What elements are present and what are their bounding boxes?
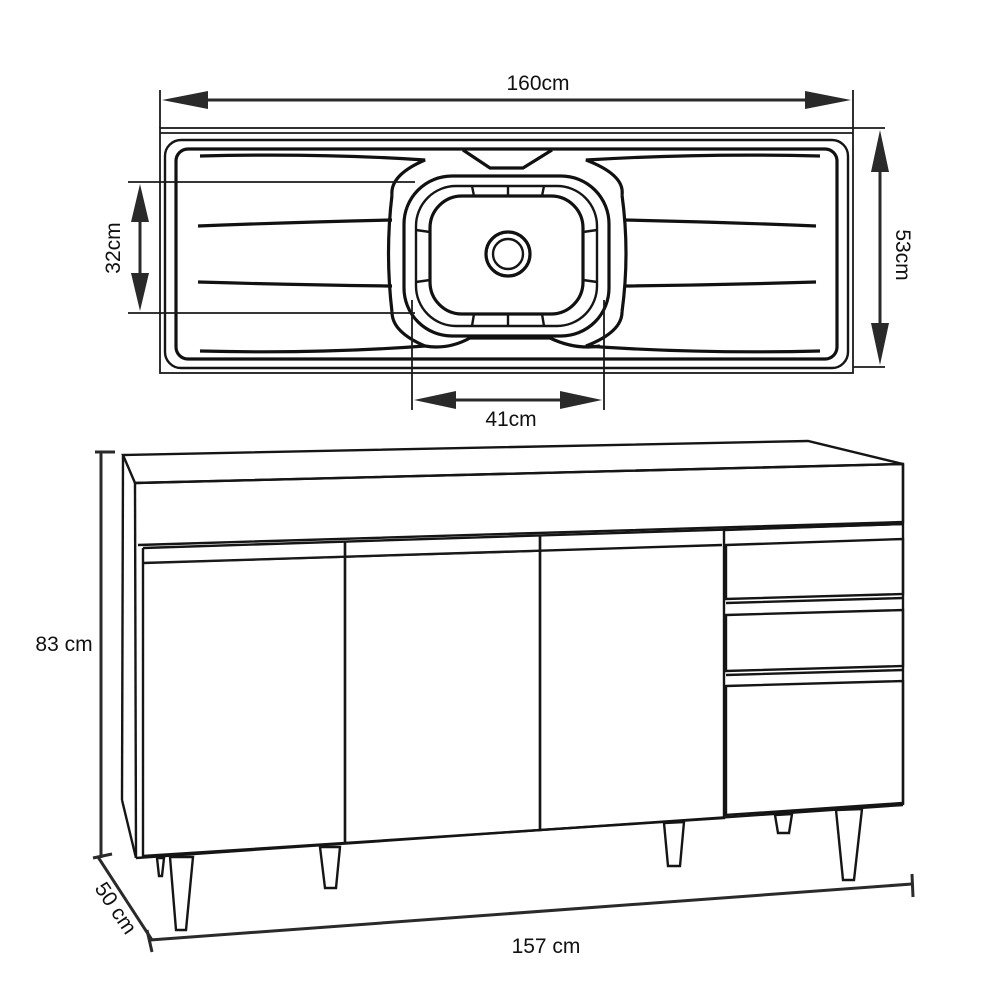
- label-width-160: 160cm: [506, 72, 569, 95]
- bowl-mid: [414, 184, 599, 328]
- label-width-157: 157 cm: [512, 935, 581, 958]
- door-handle-left: [142, 556, 346, 564]
- bowl-ribs: [415, 185, 598, 327]
- cabinet-door-right: [538, 530, 726, 832]
- cabinet-door-middle: [343, 536, 542, 845]
- label-bowl-width-41: 41cm: [485, 408, 536, 431]
- leg-front-left: [168, 855, 195, 932]
- dimension-width-157: [149, 873, 915, 942]
- door-handle-middle: [344, 550, 541, 558]
- drain-groove-left-2: [197, 280, 393, 288]
- drain-hole-inner: [491, 237, 525, 271]
- drawer-middle: [724, 596, 905, 673]
- dimension-height-83: [92, 450, 115, 860]
- label-depth-50: 50 cm: [90, 878, 141, 938]
- bowl-outer: [402, 174, 611, 338]
- dimension-depth-53: [853, 127, 889, 368]
- sink-tray-outer: [163, 138, 850, 370]
- tray-bottom-notch: [424, 336, 601, 349]
- bowl-rim-right-arc: [620, 194, 628, 313]
- cabinet-legs: [155, 807, 864, 932]
- cabinet-left-base: [120, 799, 138, 859]
- leg-front-right: [834, 807, 864, 882]
- cabinet-view: 83 cm 50 cm 157 cm: [35, 439, 915, 958]
- leg-front-right-middle: [662, 820, 686, 868]
- cabinet-door-left: [141, 542, 347, 858]
- dimension-bowl-depth-32: [128, 181, 415, 314]
- drainboard-left-bottom-rim: [199, 311, 426, 354]
- drain-groove-right-2: [624, 280, 817, 288]
- cabinet-front-band: [134, 462, 905, 547]
- dimension-bowl-width-41: [411, 300, 605, 410]
- leg-back-right: [773, 812, 794, 835]
- label-bowl-depth-32: 32cm: [102, 222, 125, 273]
- label-height-83: 83 cm: [35, 633, 92, 656]
- sink-tray-inner: [174, 147, 839, 361]
- leg-front-middle: [318, 845, 342, 890]
- leg-back-left: [155, 856, 166, 878]
- cabinet-top-surface: [121, 439, 904, 485]
- drain-groove-left-1: [197, 218, 393, 228]
- dimension-depth-50: [96, 856, 154, 953]
- drawer-top: [723, 522, 905, 601]
- sink-top-view: 160cm 53cm 32cm 41cm: [102, 72, 914, 431]
- drawer-bottom: [724, 668, 905, 817]
- tray-top-notch: [462, 148, 553, 170]
- drain-hole-outer: [484, 230, 532, 278]
- bowl-rim-left-arc: [386, 194, 394, 313]
- dimension-width-160: [159, 90, 854, 128]
- drainboard-left-top-rim: [199, 153, 426, 196]
- cabinet-left-side-edge: [120, 454, 125, 801]
- countertop-outline: [159, 127, 854, 374]
- cabinet-left-front-edge: [133, 482, 138, 859]
- drainboard-right-bottom-rim: [585, 311, 821, 354]
- bowl-inner: [428, 194, 585, 316]
- drain-groove-right-1: [624, 218, 817, 228]
- drainboard-right-top-rim: [585, 153, 821, 196]
- label-depth-53: 53cm: [891, 229, 914, 280]
